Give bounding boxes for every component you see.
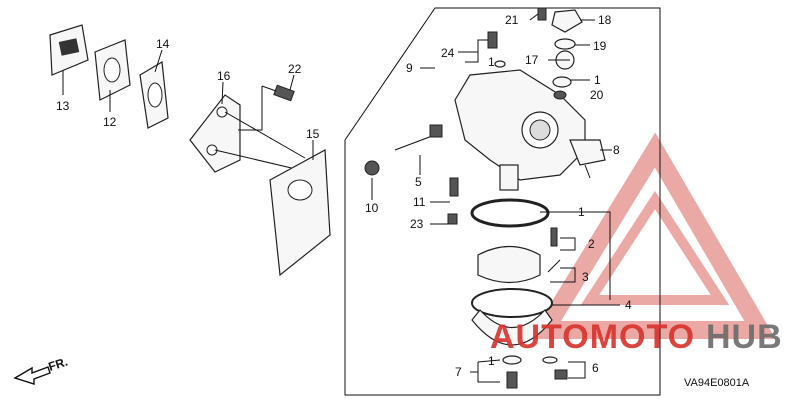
callout-17: 17 [525, 53, 539, 67]
assembly-outline [344, 7, 661, 396]
callout-6: 6 [592, 361, 599, 375]
callout-7: 7 [455, 365, 462, 379]
leader-lines [62, 13, 620, 383]
part-16-bracket [189, 94, 306, 173]
callout-1d: 1 [488, 354, 495, 368]
part-4-float-chamber [471, 288, 553, 346]
watermark-text: AUTOMOTO HUB [490, 318, 783, 356]
callout-12: 12 [103, 115, 117, 129]
front-marker: FR. [13, 355, 70, 385]
part-9-carburetor-body [454, 69, 586, 191]
callout-21: 21 [505, 13, 519, 27]
callout-1c: 1 [578, 205, 585, 219]
callout-23: 23 [410, 217, 424, 231]
callout-4: 4 [625, 298, 632, 312]
part-22-bolt [261, 84, 295, 102]
callout-1a: 1 [488, 55, 495, 69]
watermark-text-gray: HUB [706, 318, 783, 356]
callout-18: 18 [598, 13, 612, 27]
callout-10: 10 [365, 201, 379, 215]
callout-13: 13 [56, 99, 70, 113]
callout-16: 16 [217, 69, 231, 83]
callout-9: 9 [406, 61, 413, 75]
drain-bolt [502, 355, 568, 389]
callout-11: 11 [413, 195, 426, 209]
callout-19: 19 [593, 39, 607, 53]
part-15-plate [269, 149, 331, 277]
callout-15: 15 [306, 127, 320, 141]
part-float [477, 227, 561, 284]
diagram-code: VA94E0801A [684, 377, 750, 389]
callout-20: 20 [590, 88, 604, 102]
callout-22: 22 [288, 62, 302, 76]
screws [364, 124, 459, 225]
callout-5: 5 [415, 175, 422, 189]
part-12-insulator [94, 39, 131, 101]
part-13-gasket [49, 24, 89, 76]
part-14-gasket [139, 61, 169, 129]
callout-1b: 1 [594, 73, 601, 87]
callout-24: 24 [441, 46, 455, 60]
callout-2: 2 [588, 237, 595, 251]
front-marker-label: FR. [47, 355, 70, 374]
part-8-choke [569, 139, 606, 179]
small-parts [487, 7, 583, 100]
watermark-logo [528, 132, 776, 339]
callout-labels: 13 12 14 16 22 15 9 24 1 21 18 19 17 1 2… [56, 13, 632, 379]
callout-3: 3 [582, 270, 589, 284]
callout-14: 14 [156, 37, 170, 51]
front-arrow-icon [13, 366, 51, 385]
callout-8: 8 [613, 143, 620, 157]
watermark-text-red: AUTOMOTO [490, 318, 695, 356]
gasket-ring [470, 198, 550, 228]
